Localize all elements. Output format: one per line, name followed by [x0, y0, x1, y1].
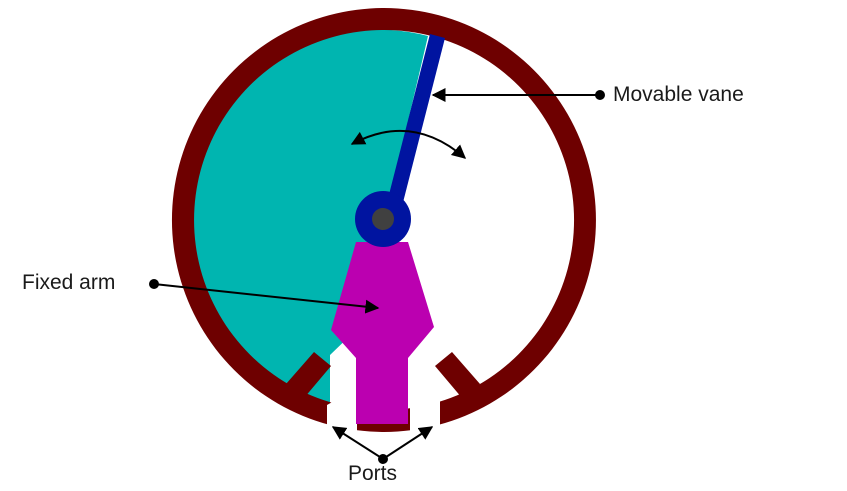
callout-dot-vane — [595, 90, 605, 100]
callout-line-port-left — [331, 426, 384, 460]
fluid-chamber — [188, 29, 428, 405]
callout-line-arm — [153, 283, 380, 314]
callout-line-port-right — [382, 426, 434, 460]
label-ports: Ports — [348, 462, 398, 485]
port-opening-left — [327, 388, 357, 432]
callout-dot-arm — [149, 279, 159, 289]
port-stub-left — [286, 352, 331, 398]
fixed-arm — [331, 242, 434, 424]
label-fixed-arm: Fixed arm — [22, 271, 116, 294]
callout-dot-ports — [378, 454, 388, 464]
port-opening-right — [410, 388, 440, 432]
movable-vane — [383, 34, 445, 222]
port-stub-right — [435, 352, 480, 398]
rotation-arrow — [350, 129, 467, 159]
hub-center — [372, 208, 394, 230]
label-movable-vane: Movable vane — [613, 83, 744, 106]
